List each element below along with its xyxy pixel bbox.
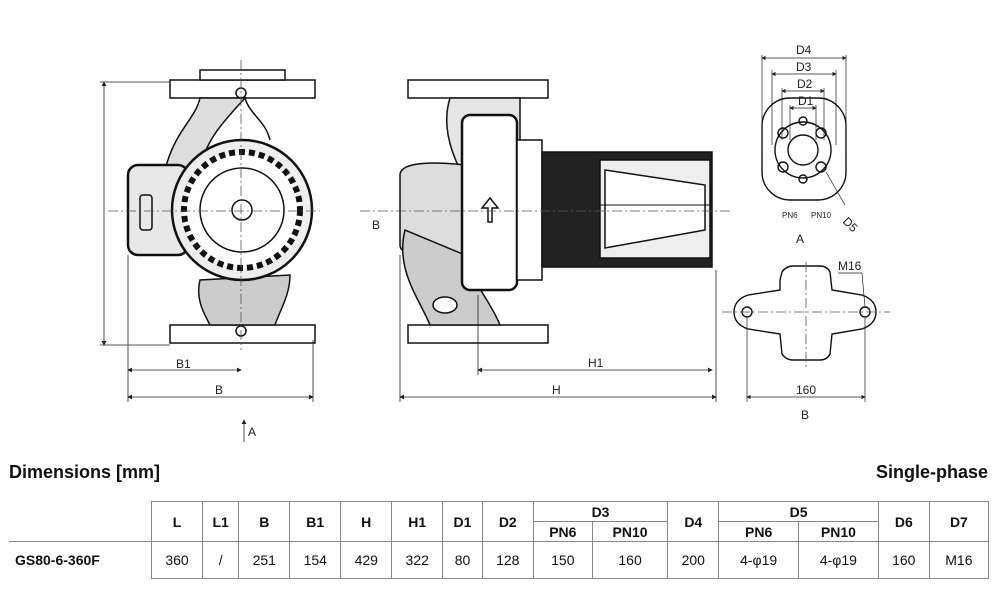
label-pn6: PN6 [782, 211, 798, 220]
cell-model: GS80-6-360F [9, 541, 152, 579]
table-subheader-row: PN6 PN10 PN6 PN10 [9, 521, 989, 542]
cell-d6: 160 [877, 541, 930, 579]
label-h: H [552, 383, 561, 397]
label-d2: D2 [797, 77, 813, 91]
header-l: L [151, 501, 203, 542]
subheader-d3-pn10: PN10 [591, 521, 669, 542]
header-d4: D4 [667, 501, 720, 542]
label-h1: H1 [588, 356, 604, 370]
label-pn10: PN10 [811, 211, 832, 220]
label-view-b: B [801, 408, 809, 422]
cell-b: 251 [238, 541, 291, 579]
label-d3: D3 [796, 60, 812, 74]
cell-h: 429 [340, 541, 393, 579]
cell-d2: 128 [481, 541, 534, 579]
cell-d7: M16 [928, 541, 990, 579]
header-d1: D1 [442, 501, 483, 542]
label-160: 160 [796, 383, 816, 397]
label-b: B [215, 383, 223, 397]
label-b1: B1 [176, 357, 191, 371]
header-b1: B1 [289, 501, 342, 542]
label-d1: D1 [798, 94, 814, 108]
cell-l: 360 [151, 541, 203, 579]
side-view [399, 79, 713, 344]
cell-h1: 322 [391, 541, 444, 579]
label-d4: D4 [796, 43, 812, 57]
cell-d5-pn10: 4-φ19 [798, 541, 879, 579]
technical-drawing: B1 B A B H1 H [100, 43, 890, 442]
label-view-a: A [796, 232, 804, 246]
subheader-d5-pn10: PN10 [798, 521, 879, 542]
cell-d3-pn6: 150 [532, 541, 593, 579]
dimensions-title: Dimensions [mm] [9, 462, 161, 482]
label-b-side: B [372, 218, 380, 232]
label-m16: M16 [838, 259, 862, 273]
header-d6: D6 [877, 501, 930, 542]
header-d7: D7 [928, 501, 990, 542]
front-view [126, 69, 316, 344]
cell-d4: 200 [667, 541, 720, 579]
cell-l1: / [201, 541, 240, 579]
header-d5: D5 [718, 501, 879, 522]
header-l1: L1 [201, 501, 240, 542]
header-h: H [340, 501, 393, 542]
subheader-d3-pn6: PN6 [532, 521, 593, 542]
header-d3: D3 [532, 501, 669, 522]
base-view-b [733, 265, 877, 361]
header-h1: H1 [391, 501, 444, 542]
cell-b1: 154 [289, 541, 342, 579]
table-header-row: L L1 B B1 H H1 D1 D2 D3 D4 D5 D6 D7 [9, 501, 990, 542]
phase-title: Single-phase [875, 462, 988, 482]
table-row: GS80-6-360F 360 / 251 154 429 322 80 128… [9, 541, 990, 579]
header-d2: D2 [481, 501, 534, 542]
subheader-d5-pn6: PN6 [718, 521, 800, 542]
cell-d1: 80 [442, 541, 483, 579]
cell-d3-pn10: 160 [591, 541, 669, 579]
label-d5: D5 [840, 214, 861, 235]
header-b: B [238, 501, 291, 542]
header-blank [9, 501, 152, 542]
label-view-a-arrow: A [248, 425, 256, 439]
dimensions-table: L L1 B B1 H H1 D1 D2 D3 D4 D5 D6 D7 PN6 … [9, 501, 990, 579]
cell-d5-pn6: 4-φ19 [718, 541, 800, 579]
